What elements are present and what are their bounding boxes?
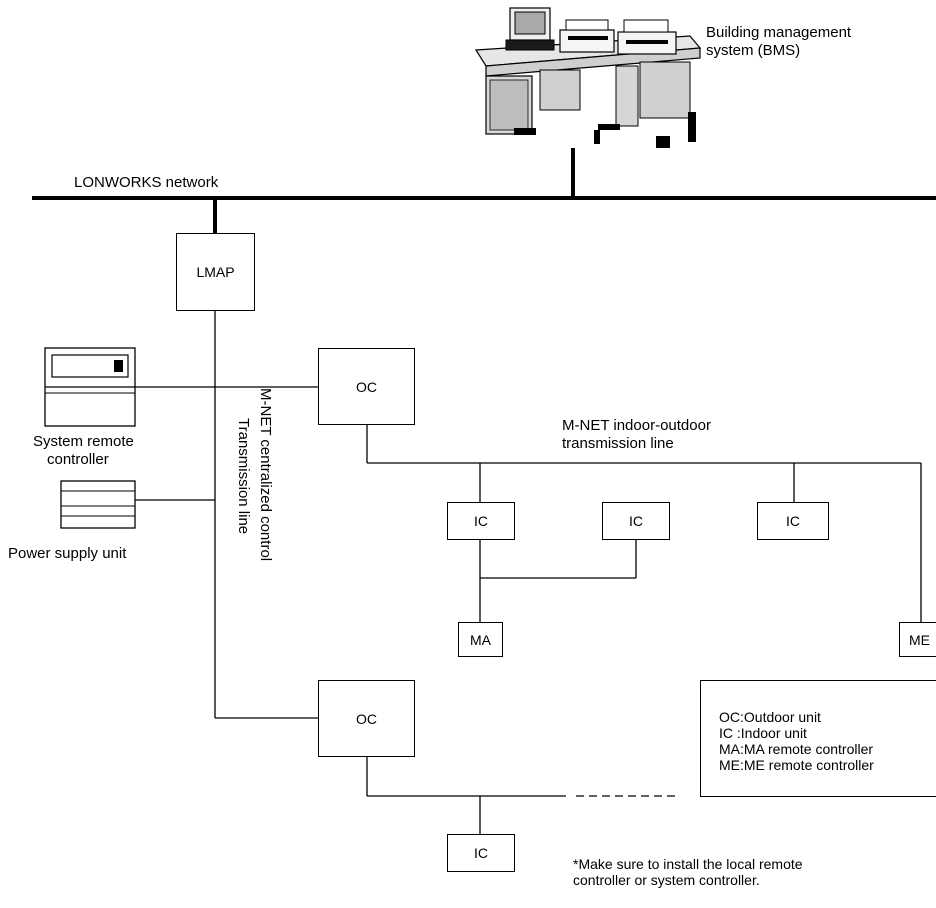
ic-3-label: IC — [786, 513, 800, 529]
ic-3-box: IC — [757, 502, 829, 540]
indoor-outdoor-label-line1: M-NET indoor-outdoor — [562, 417, 711, 434]
centralized-transmission-line — [135, 311, 318, 719]
indoor-outdoor-transmission-line — [366, 425, 922, 622]
legend-oc: OC:Outdoor unit — [719, 709, 821, 725]
bms-workstation-icon — [474, 7, 702, 148]
note-line2: controller or system controller. — [573, 872, 760, 888]
me-box: ME — [899, 622, 936, 657]
ic-bottom-label: IC — [474, 845, 488, 861]
system-remote-label-line1: System remote — [33, 433, 134, 450]
power-supply-unit-icon — [60, 480, 136, 529]
note-line1: *Make sure to install the local remote — [573, 856, 803, 872]
system-remote-label-line2: controller — [47, 451, 109, 468]
bottom-transmission-line — [366, 757, 680, 834]
ic-2-box: IC — [602, 502, 670, 540]
bms-label-line1: Building management — [706, 24, 852, 41]
ic-1-box: IC — [447, 502, 515, 540]
ic-bottom-box: IC — [447, 834, 515, 872]
lmap-label: LMAP — [196, 264, 235, 280]
ma-label: MA — [470, 631, 491, 648]
bms-label-line2: system (BMS) — [706, 42, 801, 59]
legend-box: OC:Outdoor unit IC :Indoor unit MA:MA re… — [700, 680, 936, 797]
me-label: ME — [909, 631, 930, 648]
power-supply-label: Power supply unit — [8, 545, 127, 562]
system-remote-controller-icon — [44, 347, 136, 427]
legend-me: ME:ME remote controller — [719, 757, 874, 773]
oc-top-box: OC — [318, 348, 415, 425]
ic-1-label: IC — [474, 513, 488, 529]
oc-top-label: OC — [356, 378, 377, 395]
indoor-outdoor-label-line2: transmission line — [562, 435, 674, 452]
legend-ma: MA:MA remote controller — [719, 741, 874, 757]
ic-2-label: IC — [629, 513, 643, 529]
lonworks-network-label: LONWORKS network — [74, 174, 219, 191]
legend-ic: IC :Indoor unit — [719, 725, 807, 741]
lmap-box: LMAP — [176, 233, 255, 311]
ma-box: MA — [458, 622, 503, 657]
oc-bottom-box: OC — [318, 680, 415, 757]
oc-bottom-label: OC — [356, 710, 377, 727]
centralized-line-label-line1: M-NET centralized control — [257, 388, 274, 562]
centralized-line-label-line2: Transmission line — [235, 418, 252, 535]
